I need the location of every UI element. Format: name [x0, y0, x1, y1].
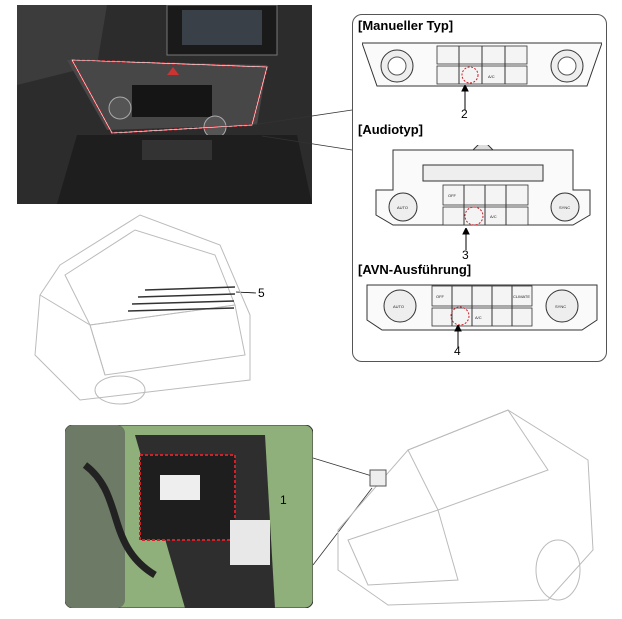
highlight-circle: [464, 206, 484, 226]
svg-text:AUTO: AUTO: [397, 205, 408, 210]
callout-2: 2: [461, 107, 468, 121]
svg-text:A/C: A/C: [488, 74, 495, 79]
avn-type-title: [AVN-Ausführung]: [358, 262, 472, 277]
audio-control-panel: AUTO SYNC OFF A/C: [375, 145, 591, 226]
callout-4: 4: [454, 344, 461, 358]
arrow-4: [454, 325, 462, 347]
vehicle-front-drawing: [337, 409, 594, 606]
svg-text:OFF: OFF: [448, 193, 457, 198]
manual-control-panel: A/C: [362, 42, 602, 87]
highlight-circle: [450, 306, 470, 326]
avn-control-panel: AUTO SYNC OFF CLIMATE A/C: [366, 284, 598, 331]
svg-text:CLIMATE: CLIMATE: [513, 294, 530, 299]
arrow-2: [461, 85, 469, 110]
svg-text:A/C: A/C: [475, 315, 482, 320]
highlight-circle: [461, 66, 479, 84]
module-photo: [65, 425, 313, 608]
manual-type-title: [Manueller Typ]: [358, 18, 454, 33]
callout-5: 5: [258, 286, 265, 300]
svg-text:AUTO: AUTO: [393, 304, 404, 309]
callout-1: 1: [280, 493, 287, 507]
arrow-3: [462, 228, 470, 250]
svg-text:OFF: OFF: [436, 294, 445, 299]
svg-text:A/C: A/C: [490, 214, 497, 219]
vehicle-rear-drawing: [34, 214, 251, 405]
callout-3: 3: [462, 248, 469, 262]
svg-text:SYNC: SYNC: [559, 205, 570, 210]
audio-type-title: [Audiotyp]: [358, 122, 423, 137]
dashboard-photo: [17, 5, 312, 204]
svg-text:SYNC: SYNC: [555, 304, 566, 309]
